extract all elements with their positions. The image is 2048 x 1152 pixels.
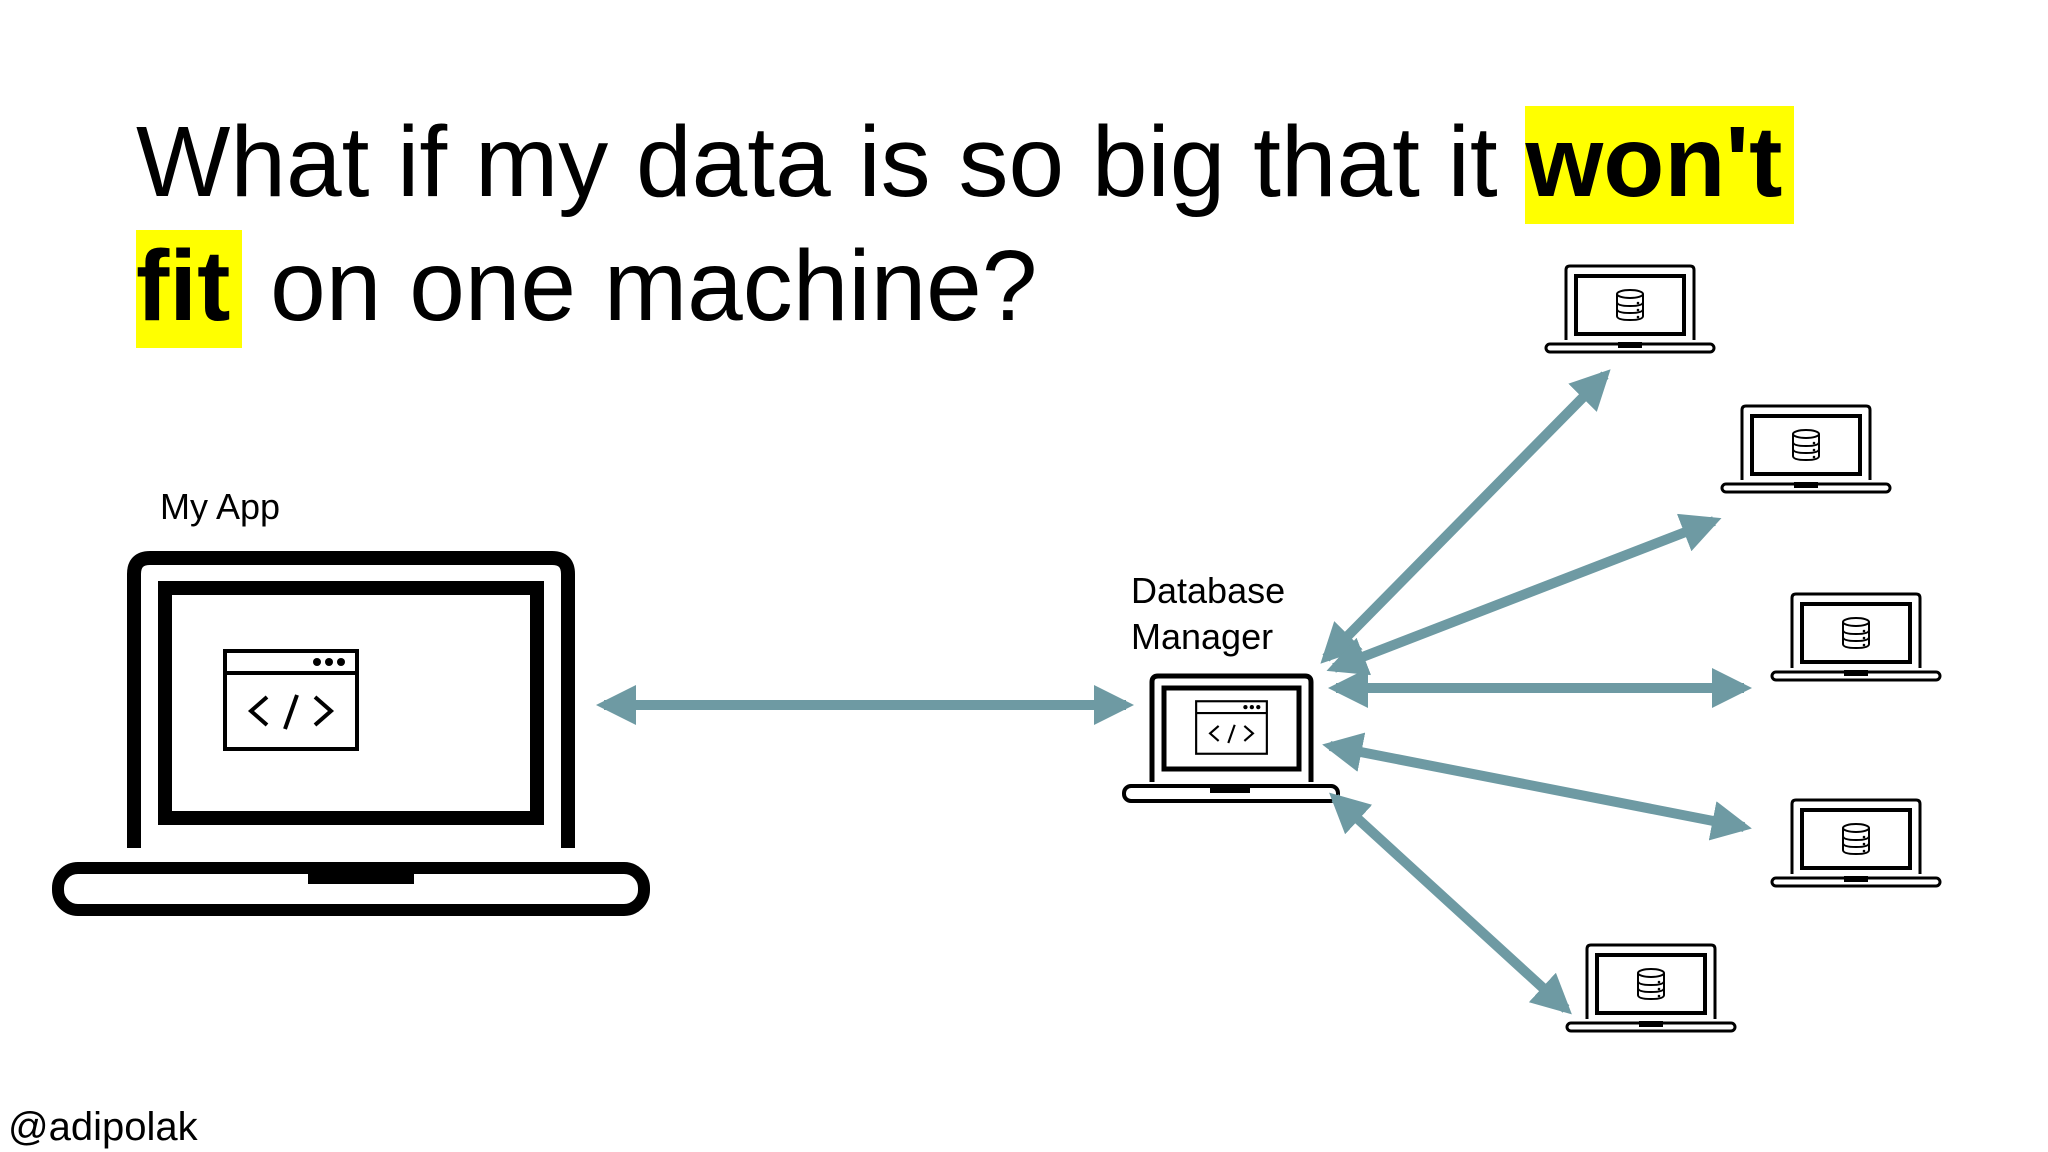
database-node-1-icon — [1544, 264, 1716, 354]
database-manager-label: Database Manager — [1131, 568, 1285, 660]
database-node-3-icon — [1770, 592, 1942, 682]
title-text-end: on one machine? — [242, 230, 1038, 342]
connection-arrows — [596, 369, 1752, 1015]
my-app-laptop-icon — [52, 551, 650, 916]
code-window-icon — [223, 649, 359, 751]
title-highlight-wont: won't — [1525, 106, 1795, 224]
database-manager-laptop-icon — [1122, 673, 1340, 803]
manager-code-window-icon — [1195, 700, 1268, 755]
database-manager-label-line-1: Database — [1131, 570, 1286, 611]
database-node-4-icon — [1770, 798, 1942, 888]
arrow-manager-to-node-4 — [1322, 732, 1752, 841]
arrow-manager-to-node-2 — [1326, 513, 1722, 676]
title-line-2: fit on one machine? — [136, 226, 1038, 348]
title-text-start: What if my data is so big that it — [136, 106, 1526, 218]
database-node-2-icon — [1720, 404, 1892, 494]
title-highlight-fit: fit — [136, 230, 243, 348]
database-manager-label-line-2: Manager — [1131, 616, 1274, 657]
title-line-1: What if my data is so big that it won't — [136, 102, 1795, 224]
database-node-5-icon — [1565, 943, 1737, 1033]
arrow-manager-to-node-5 — [1329, 792, 1572, 1015]
my-app-label: My App — [160, 486, 281, 527]
author-handle: @adipolak — [8, 1105, 198, 1149]
